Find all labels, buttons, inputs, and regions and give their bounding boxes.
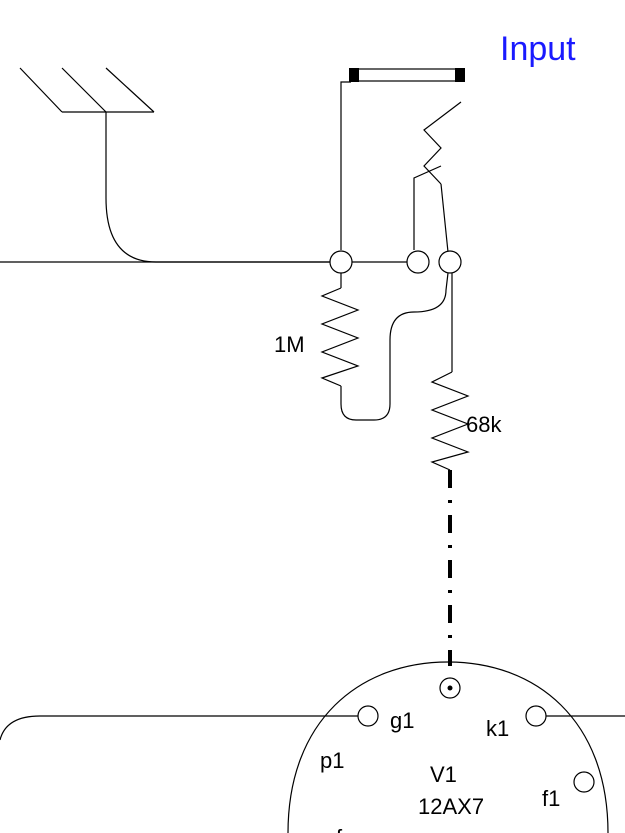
diagram-title: Input <box>500 30 576 68</box>
pin-f1-label: f1 <box>542 786 560 811</box>
pin-p1-socket <box>357 705 379 727</box>
resistor-68k-label: 68k <box>466 412 502 437</box>
pin-f-label: f <box>336 825 343 833</box>
tube-type-label: 12AX7 <box>418 794 484 819</box>
tube-envelope <box>287 661 609 833</box>
resistor-1m <box>320 272 449 421</box>
plate-wire <box>0 715 358 741</box>
input-jack <box>340 68 465 253</box>
pin-g1-dot <box>447 685 453 691</box>
pin-k1-socket <box>525 705 547 727</box>
pin-g1-label: g1 <box>390 708 414 733</box>
resistor-68k <box>430 273 470 471</box>
jack-switch-terminal <box>406 250 430 274</box>
tube-ref-label: V1 <box>430 762 457 787</box>
resistor-1m-label: 1M <box>274 332 305 357</box>
jack-tip-terminal <box>438 250 462 274</box>
jack-sleeve-terminal <box>329 250 353 274</box>
pin-f1-socket <box>573 771 595 793</box>
pin-k1-label: k1 <box>486 716 509 741</box>
pin-p1-label: p1 <box>320 748 344 773</box>
ground-symbol <box>19 67 330 263</box>
